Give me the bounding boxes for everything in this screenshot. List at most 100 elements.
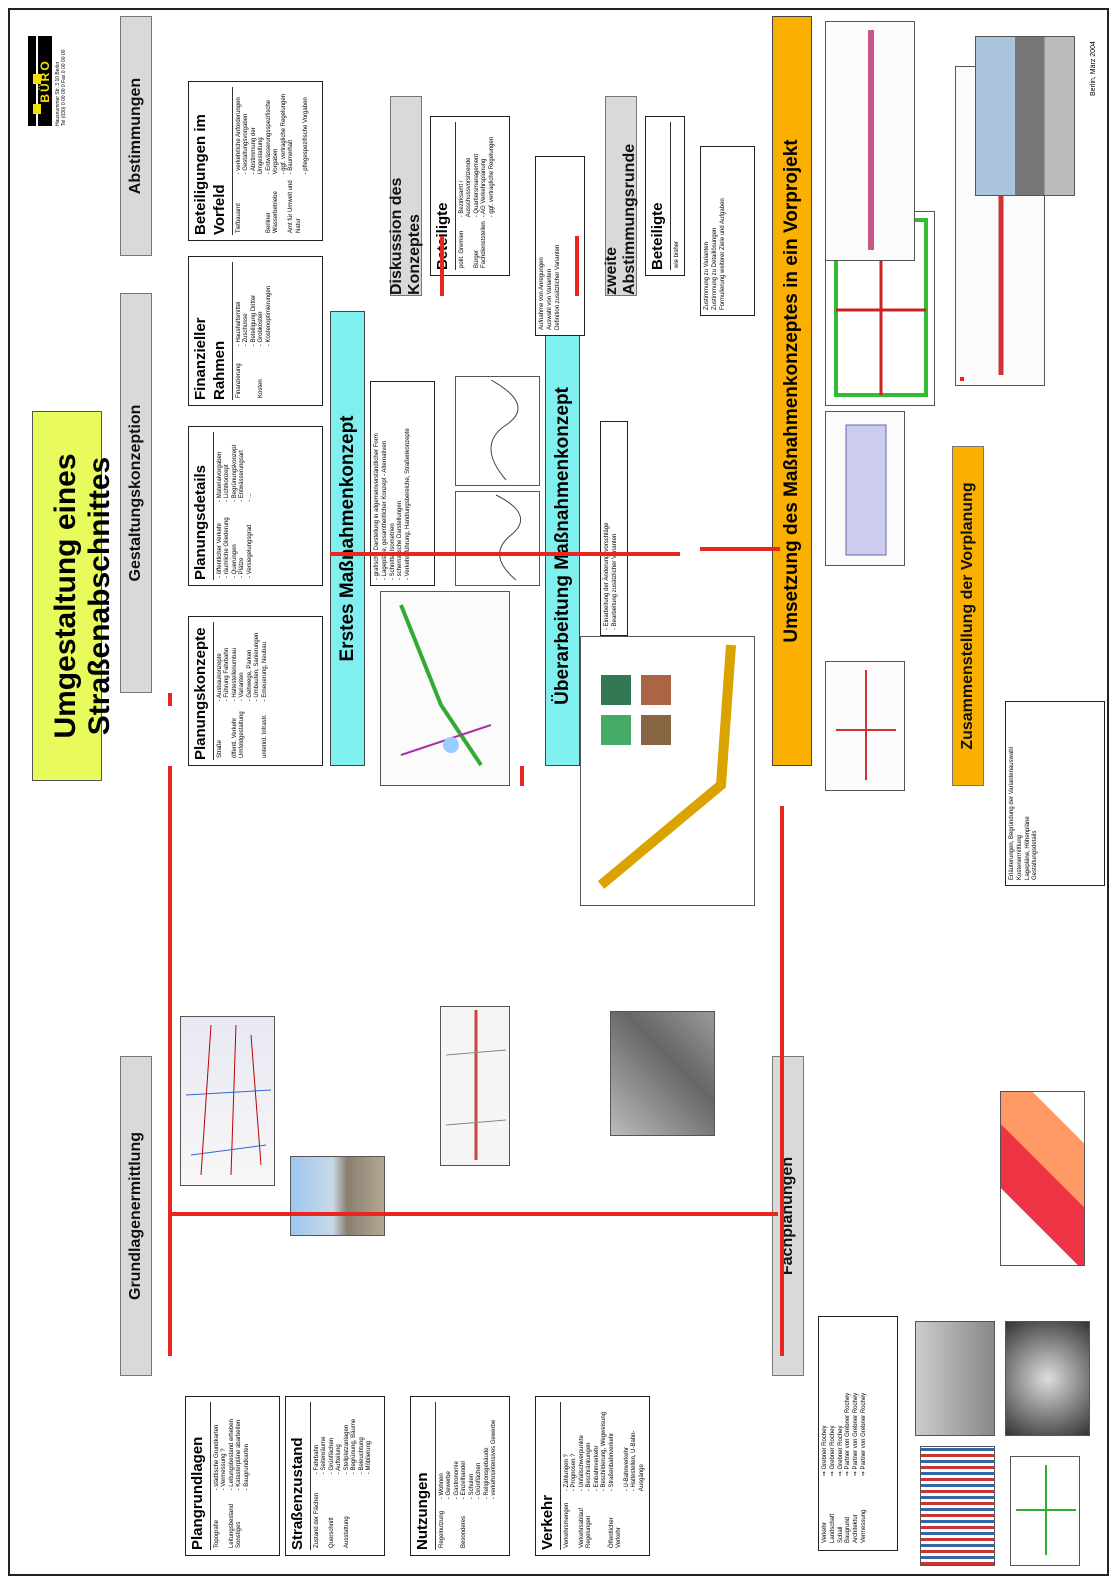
row-value: - Einbahnverkehr (594, 1402, 602, 1493)
row-value: ⇒ Partner von Grebner Rochey (861, 1322, 869, 1478)
card-title: Beteiligungen im Vorfeld (192, 87, 233, 235)
note-line: Erläuterungen, Begründung der Variantena… (1009, 707, 1017, 880)
row-value: - städtische Grundkarten (214, 1402, 222, 1492)
card-row: - Schulen (469, 1402, 477, 1550)
note-line: Definition zusätzlicher Varianten (555, 162, 563, 330)
row-label: Fachdienststellen (481, 219, 489, 270)
image-tabelle-uebersicht (920, 1446, 995, 1566)
row-value: - ... (247, 432, 255, 504)
card-row: Straße- Ausbaukonzepte (217, 622, 225, 760)
note-zusammenstellung: Erläuterungen, Begründung der Variantena… (1005, 701, 1105, 886)
row-label (351, 1476, 359, 1550)
image-schnitt-2 (455, 376, 540, 486)
row-label (224, 703, 232, 760)
header-abstimmungen: Abstimmungen (120, 16, 152, 256)
row-label: Querschnitt (329, 1476, 337, 1550)
company-logo: BÜRO Hausnummer Str. 3 10 Berlin Tel (03… (28, 36, 98, 126)
row-value: - Schulen (469, 1402, 477, 1501)
row-label (601, 1493, 609, 1550)
card-row: Verkehrsablauf- Unfallschwerpunkte (579, 1402, 587, 1550)
row-value: - Begrünung, Bäume (351, 1402, 359, 1476)
row-value: - Abstimmung der Umgestaltung (251, 87, 266, 176)
row-value: - Quartiersmanagement (474, 122, 482, 219)
row-label: - Plätze (239, 504, 247, 580)
image-ueberarbeitung-plan (580, 636, 755, 906)
note-zweite-runde-ergebnisse: Zustimmung zu VariantenZustimmung zu Det… (700, 146, 755, 316)
row-label (484, 1501, 492, 1550)
image-vorprojekt-plan-2 (825, 411, 905, 566)
row-value: - Fahrbahn (314, 1402, 322, 1476)
card-row: Umfeldgestaltung- Varianten (239, 622, 247, 760)
header-zusammenstellung: Zusammenstellung der Vorplanung (952, 446, 984, 786)
row-label: Sonstiges (236, 1492, 244, 1550)
connector-line (440, 236, 444, 296)
note-line: Kostenermittlung (1017, 707, 1025, 880)
row-value: - Baugrundkarten (244, 1402, 252, 1492)
row-label: Regelnutzung (439, 1501, 447, 1550)
card-title: Finanzieller Rahmen (192, 262, 233, 400)
row-value: ⇒ Grebner Rochey (822, 1322, 830, 1478)
row-label: Vermessung (861, 1478, 869, 1545)
row-label: wie bisher (674, 139, 682, 270)
card-row: Landschaft⇒ Grebner Rochey (830, 1322, 838, 1545)
row-value: - Seitenräume (321, 1402, 329, 1476)
card-row: - Einbahnverkehr (594, 1402, 602, 1550)
row-value: - Prognosen ? (571, 1402, 579, 1493)
row-value: - verkehrliche Anforderungen (236, 87, 244, 176)
row-label: Besonderes (461, 1501, 469, 1550)
card-row: Verkehr⇒ Grebner Rochey (822, 1322, 830, 1545)
card-title: Beteiligte (434, 122, 456, 270)
image-karte-schwarz (1005, 1321, 1090, 1436)
connector-line (168, 693, 172, 706)
row-label: Architektur (853, 1478, 861, 1545)
card-title: Verkehr (539, 1402, 561, 1550)
connector-line (168, 1212, 778, 1216)
image-strassenfoto-1 (290, 1156, 385, 1236)
row-value: - Unfallschwerpunkte (579, 1402, 587, 1493)
card-row: - räumliche Gliederung- Lichtkonzept (224, 432, 232, 580)
bar-erstes-massnahmenkonzept: Erstes Maßnahmenkonzept (330, 311, 365, 766)
card-row: Berliner Wasserbetriebe- Entwässerungssp… (266, 87, 281, 235)
row-value: - Möblierung (366, 1402, 374, 1476)
row-label: Tiefbauamt (236, 176, 244, 235)
card-row: - Aufteilung (336, 1402, 344, 1550)
card-row: Verkehrsmengen- Zählungen ? (564, 1402, 572, 1550)
card-row: polit. Gremien- Bezirksamt / Ausschussvo… (459, 122, 474, 270)
card-row: Bürger- Quartiersmanagement (474, 122, 482, 270)
card-row: - Abstimmung der Umgestaltung (251, 87, 266, 235)
card-row: - Beschilderung, Wegweisung (601, 1402, 609, 1550)
row-label (489, 219, 497, 270)
card-row: Fachdienststellen- AG Verkehrsplanung (481, 122, 489, 270)
row-label: Regelungen (586, 1493, 594, 1550)
row-value: - Gehwege, Parken (247, 622, 255, 703)
note-line: Lagepläne, Höhenpläne (1025, 707, 1033, 880)
connector-line (960, 377, 964, 381)
row-label: unterird. Infrastr. (262, 703, 270, 760)
row-value: - Gastronomie (454, 1402, 462, 1501)
row-value: - Grünflächen (329, 1402, 337, 1476)
poster-title: Umgestaltung eines Straßenabschnittes (49, 412, 117, 780)
row-label (247, 703, 255, 760)
row-value: - Religionsgebäude (484, 1402, 492, 1501)
row-value: - AG Verkehrsplanung (481, 122, 489, 219)
card-row: - Querungen- Begrünungskonzept (232, 432, 240, 580)
row-label (476, 1501, 484, 1550)
header-diskussion: Diskussion des Konzeptes (390, 96, 422, 296)
row-label: Zustand der Flächen (314, 1476, 322, 1550)
image-lageplan-1 (440, 1006, 510, 1166)
row-label (254, 703, 262, 760)
row-value: - Ausbaukonzepte (217, 622, 225, 703)
row-value: - Wohnen (439, 1402, 447, 1501)
row-value: - pflegespezifische Vorgaben (303, 87, 311, 176)
row-label (454, 1501, 462, 1550)
row-label: Berliner Wasserbetriebe (266, 176, 281, 235)
card-row: - Gehwege, Parken (247, 622, 255, 760)
row-label: Umfeldgestaltung (239, 703, 247, 760)
image-konzept-skizze (380, 591, 510, 786)
row-label: Ausstattung (344, 1476, 352, 1550)
card-title: Straßenzustand (289, 1402, 311, 1550)
poster-date: Berlin, März 2004 (1090, 41, 1097, 96)
card-beteiligte-2: Beteiligtewie bisher (645, 116, 685, 276)
row-value: - Gewerbe (446, 1402, 454, 1501)
